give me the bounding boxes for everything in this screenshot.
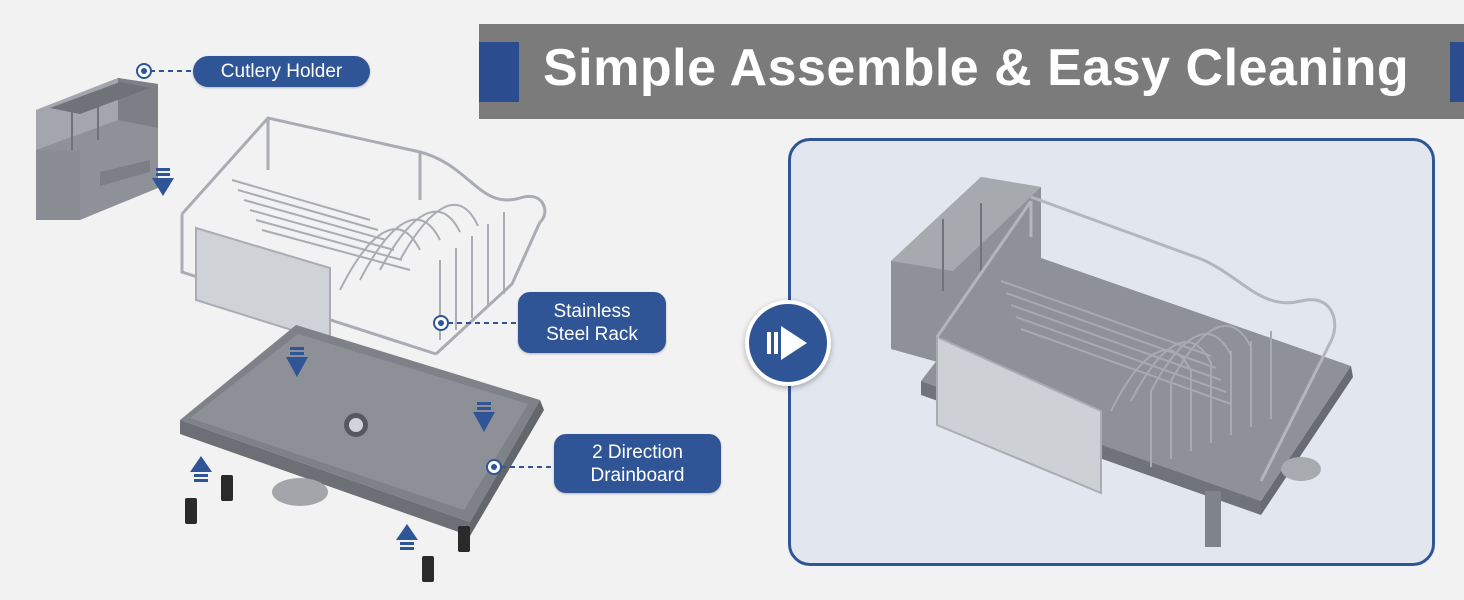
double-up-arrow-icon: [190, 456, 212, 482]
callout-steel-rack-line2: Steel Rack: [546, 324, 638, 345]
callout-drainboard-line2: Drainboard: [590, 465, 685, 486]
assembled-rack-panel: [788, 138, 1435, 566]
drainboard-image: [180, 325, 544, 536]
double-up-arrow-icon: [396, 524, 418, 550]
page-title: Simple Assemble & Easy Cleaning: [543, 39, 1410, 97]
steel-rack-image: [180, 116, 547, 356]
title-banner: Simple Assemble & Easy Cleaning: [479, 24, 1464, 119]
double-down-arrow-icon: [152, 168, 174, 196]
assembly-arrows: [152, 168, 495, 550]
callout-leaders: [136, 63, 554, 475]
banner-accent-right: [1450, 42, 1464, 102]
steel-side-panel: [195, 226, 331, 344]
play-arrow-icon: [767, 326, 807, 360]
next-arrow-button[interactable]: [745, 300, 831, 386]
banner-accent-left: [479, 42, 519, 102]
assembled-rack-image: [891, 177, 1353, 547]
callout-steel-rack-line1: Stainless: [553, 301, 631, 322]
exploded-rack-illustration: [36, 63, 554, 582]
rack-feet: [185, 475, 470, 582]
callout-drainboard: 2 Direction Drainboard: [554, 434, 721, 493]
callout-drainboard-line1: 2 Direction: [592, 442, 683, 463]
double-down-arrow-icon: [473, 402, 495, 432]
callout-cutlery-holder-text: Cutlery Holder: [220, 61, 343, 82]
callout-steel-rack: Stainless Steel Rack: [518, 292, 666, 353]
double-down-arrow-icon: [286, 347, 308, 377]
cutlery-holder-image: [36, 78, 158, 220]
callout-cutlery-holder: Cutlery Holder: [193, 56, 370, 87]
